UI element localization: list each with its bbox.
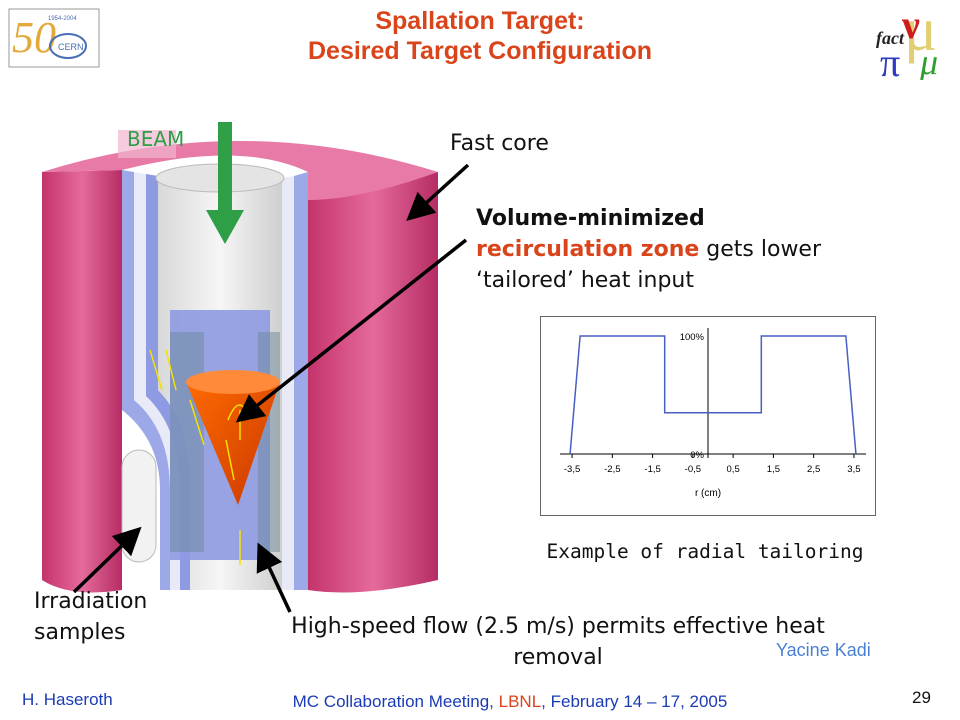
x-tick-label: 1,5 (767, 464, 780, 475)
title-line-1: Spallation Target: (375, 7, 585, 35)
x-tick-label: -3,5 (564, 464, 580, 475)
high-speed-flow-label: High-speed flow (2.5 m/s) permits effect… (226, 611, 890, 673)
heat-input-profile-line (569, 335, 857, 455)
x-tick-label: 0,5 (727, 464, 740, 475)
high-speed-line-1: High-speed flow (2.5 m/s) permits effect… (291, 614, 825, 639)
y-tick-labels: 100% 0% (680, 332, 705, 461)
footer-lbnl: LBNL (498, 692, 542, 711)
footer-meeting-pre: MC Collaboration Meeting, (292, 692, 499, 711)
chart-caption: Example of radial tailoring (546, 540, 864, 563)
x-tick-labels: -3,5 -2,5 -1,5 -0,5 0,5 1,5 2,5 3,5 (564, 454, 861, 475)
cern-text: CERN (58, 42, 84, 52)
cern-50-logo: 50 CERN 1954-2004 (8, 8, 100, 68)
fact-text: fact (876, 28, 905, 48)
x-tick-label: 3,5 (847, 464, 860, 475)
fact-logo: μ fact ν π μ (876, 4, 938, 80)
x-axis-label: r (cm) (695, 488, 721, 499)
recirculation-zone-text: recirculation zone (476, 237, 700, 262)
y-tick-label: 100% (680, 332, 705, 343)
irradiation-text: Irradiation (34, 589, 148, 614)
svg-text:π: π (880, 40, 900, 80)
svg-text:μ: μ (919, 42, 938, 80)
footer-meeting: MC Collaboration Meeting, LBNL, February… (250, 692, 770, 712)
x-tick-label: 2,5 (807, 464, 820, 475)
x-tick-label: -2,5 (604, 464, 620, 475)
footer-presenter: H. Haseroth (22, 690, 113, 709)
cern-50-number: 50 (12, 13, 56, 62)
title-line-2: Desired Target Configuration (307, 37, 652, 65)
y-tick-label: 0% (690, 450, 704, 461)
irradiation-samples-label: Irradiation samples (34, 586, 147, 648)
fast-core-label: Fast core (450, 131, 549, 156)
beam-label: BEAM (127, 127, 185, 151)
page-number: 29 (912, 688, 931, 707)
cern-years: 1954-2004 (48, 16, 77, 22)
svg-text:ν: ν (901, 4, 920, 47)
radial-tailoring-chart: -3,5 -2,5 -1,5 -0,5 0,5 1,5 2,5 3,5 100% 0% r (c… (540, 316, 876, 516)
x-tick-label: -1,5 (644, 464, 660, 475)
slide-title: Spallation Target: Desired Target Config… (170, 6, 790, 66)
svg-text:μ: μ (904, 4, 937, 64)
volume-minimized-text: Volume-minimized (476, 206, 705, 231)
tailored-heat-input-text: ‘tailored’ heat input (476, 268, 695, 293)
recirculation-zone-label: Volume-minimized recirculation zone gets… (476, 203, 821, 296)
x-tick-label: -0,5 (685, 464, 701, 475)
footer-meeting-post: , February 14 – 17, 2005 (541, 692, 728, 711)
author-name: Yacine Kadi (776, 640, 871, 660)
chart-series (569, 335, 857, 455)
samples-text: samples (34, 620, 126, 645)
gets-lower-text: gets lower (699, 237, 822, 262)
high-speed-line-2: removal (513, 645, 603, 670)
target-cutaway-diagram (42, 122, 438, 593)
